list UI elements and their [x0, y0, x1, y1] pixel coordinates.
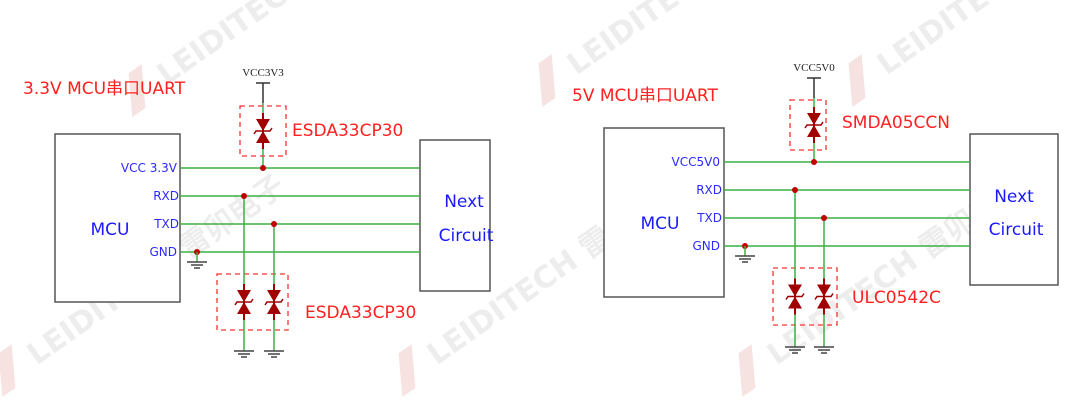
supply-tvs-part: ESDA33CP30 — [292, 121, 403, 141]
ground-icon — [187, 261, 207, 269]
tvs-diode-icon — [234, 284, 254, 320]
tvs-diode-icon — [814, 278, 834, 315]
tvs-diode-icon — [264, 284, 284, 320]
tvs-triangle — [788, 296, 802, 309]
next-circuit-label: Next — [444, 192, 484, 212]
tvs-bar — [804, 121, 824, 129]
next-circuit-block — [969, 133, 1059, 286]
tvs-dashed-box — [772, 267, 838, 326]
mcu-block — [603, 127, 725, 298]
signal-tvs-part: ULC0542C — [852, 288, 941, 308]
signal-tvs-part: ESDA33CP30 — [305, 303, 416, 323]
circuit-5v: 5V MCU串口UART VCC5V0 MCU Next Circuit VCC… — [572, 62, 1059, 354]
tvs-triangle — [256, 119, 270, 131]
pin-txd: TXD — [696, 211, 722, 225]
tvs-dashed-box — [239, 105, 287, 157]
tvs-triangle — [267, 290, 281, 302]
tvs-triangle — [256, 131, 270, 143]
mcu-block — [54, 133, 181, 303]
ground-icon — [234, 350, 254, 358]
watermark-mark: LEIDITECH 雷卯电子 — [848, 0, 1080, 108]
junction-dot — [811, 159, 817, 165]
tvs-bar — [785, 293, 805, 300]
tvs-triangle — [237, 302, 251, 314]
junction-dot — [241, 193, 247, 199]
tvs-bar — [264, 298, 284, 306]
tvs-triangle — [237, 290, 251, 302]
supply-tvs-part: SMDA05CCN — [842, 113, 950, 133]
watermark-logo — [0, 344, 16, 398]
next-circuit-label: Circuit — [439, 226, 494, 246]
tvs-triangle — [817, 296, 831, 309]
pin-gnd: GND — [692, 239, 720, 253]
tvs-diode-icon — [253, 113, 273, 149]
next-circuit-block — [419, 139, 491, 292]
circuit-3v3: 3.3V MCU串口UART VCC3V3 MCU Next Circuit V… — [23, 67, 494, 358]
mcu-label: MCU — [641, 214, 680, 234]
tvs-bar — [253, 127, 273, 135]
circuit-graphics — [603, 77, 1059, 354]
watermark-text: LEIDITECH 雷卯电子 — [151, 0, 421, 92]
ground-icon — [785, 346, 805, 354]
pin-vcc: VCC5V0 — [672, 155, 720, 169]
watermark-logo — [398, 344, 416, 398]
pin-gnd: GND — [149, 245, 177, 259]
tvs-bar — [814, 293, 834, 300]
ground-icon — [264, 350, 284, 358]
ground-icon — [735, 255, 755, 263]
junction-dot — [821, 215, 827, 221]
tvs-dashed-box — [789, 99, 827, 151]
pin-rxd: RXD — [153, 189, 179, 203]
circuit-title: 5V MCU串口UART — [572, 86, 718, 106]
watermark-logo — [738, 344, 756, 398]
watermark-mark: LEIDITECH 雷卯电子 — [128, 0, 421, 118]
mcu-label: MCU — [91, 220, 130, 240]
pin-vcc: VCC 3.3V — [121, 161, 178, 175]
tvs-triangle — [807, 113, 821, 125]
junction-dot — [260, 165, 266, 171]
circuit-title: 3.3V MCU串口UART — [23, 79, 186, 99]
junction-dot — [792, 187, 798, 193]
tvs-dashed-box — [216, 273, 289, 331]
watermark-logo — [128, 64, 146, 118]
tvs-triangle — [807, 125, 821, 137]
watermark-text: LEIDITECH 雷卯电子 — [561, 0, 831, 82]
tvs-triangle — [788, 284, 802, 297]
tvs-diode-icon — [804, 107, 824, 143]
tvs-diode-icon — [785, 278, 805, 315]
watermark-logo — [848, 54, 866, 108]
ground-icon — [814, 346, 834, 354]
pin-rxd: RXD — [696, 183, 722, 197]
circuit-graphics — [54, 82, 491, 358]
tvs-bar — [234, 298, 254, 306]
tvs-triangle — [267, 302, 281, 314]
supply-label: VCC3V3 — [242, 67, 284, 79]
tvs-triangle — [817, 284, 831, 297]
watermark-text: LEIDITECH 雷卯电子 — [871, 0, 1080, 82]
pin-txd: TXD — [153, 217, 179, 231]
next-circuit-label: Circuit — [989, 220, 1044, 240]
watermark-logo — [538, 54, 556, 108]
next-circuit-label: Next — [994, 187, 1034, 207]
junction-dot — [271, 221, 277, 227]
supply-label: VCC5V0 — [793, 62, 835, 74]
